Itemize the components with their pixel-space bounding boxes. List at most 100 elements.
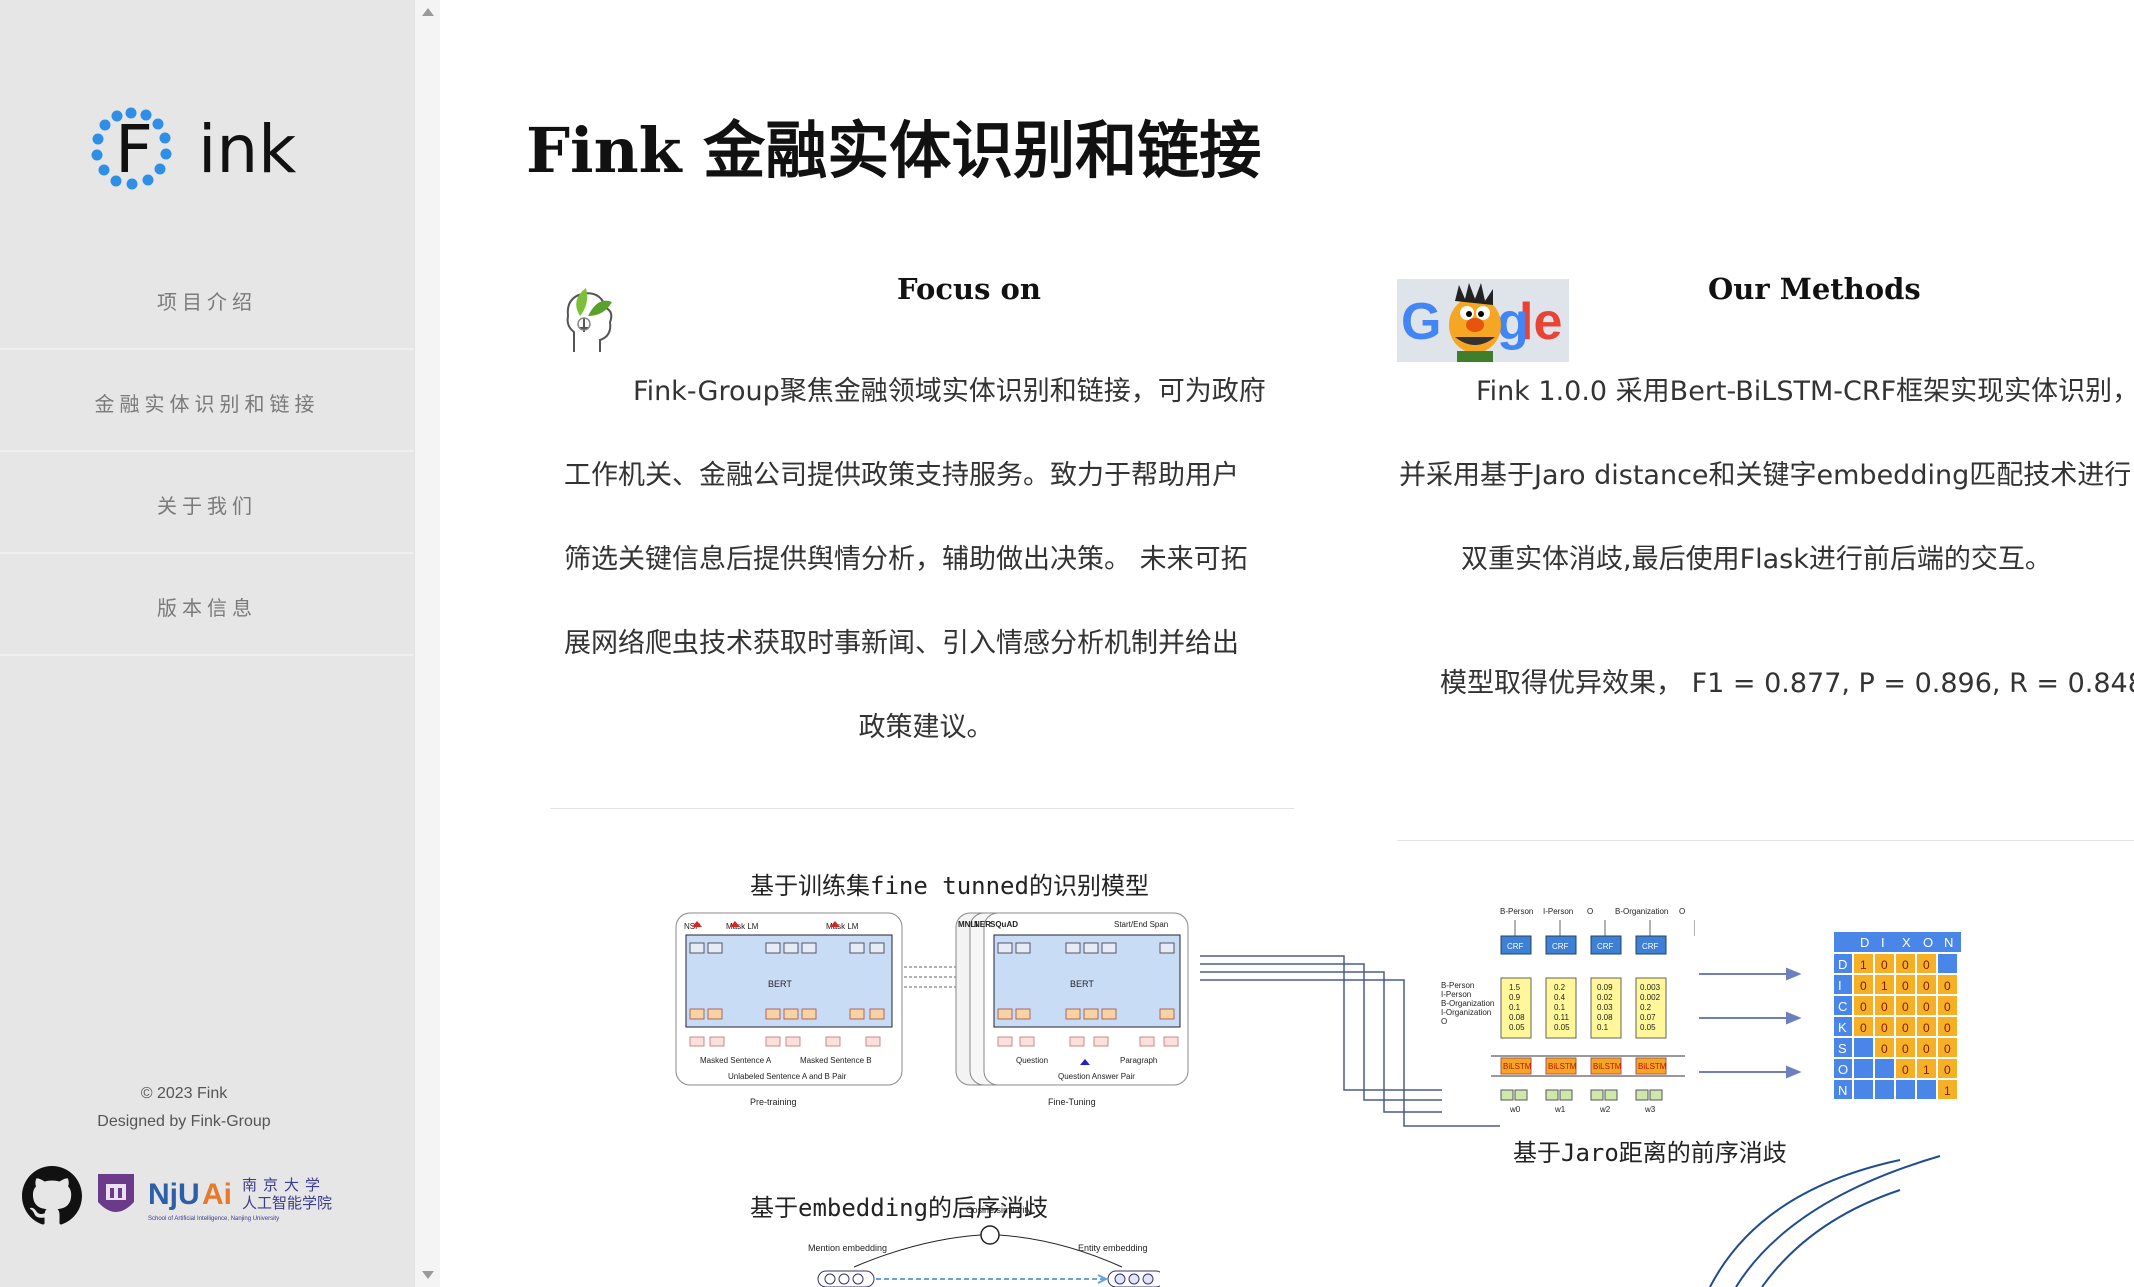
github-icon[interactable] xyxy=(22,1166,82,1226)
matrix-cell xyxy=(1938,1038,1957,1057)
crf-label: CRF xyxy=(1642,942,1659,951)
matrix-row-label: K xyxy=(1838,1020,1847,1035)
bert-label: BERT xyxy=(1070,979,1094,989)
bilstm-label: BiLSTM xyxy=(1503,1062,1532,1071)
matrix-header-bg xyxy=(1834,932,1961,952)
matrix-row-head xyxy=(1834,1017,1852,1036)
nju-name-cn: 南京大学 xyxy=(242,1176,326,1194)
score: 0.05 xyxy=(1640,1023,1656,1032)
side-label: B-Organization xyxy=(1441,999,1494,1008)
matrix-row-label: C xyxy=(1838,999,1847,1014)
divider xyxy=(0,654,414,656)
copyright-text: © 2023 Fink xyxy=(140,1085,228,1102)
matrix-cell xyxy=(1854,954,1873,973)
matrix-value: 0 xyxy=(1923,1021,1930,1035)
matrix-value: 0 xyxy=(1944,1000,1951,1014)
paragraph-label: Paragraph xyxy=(1120,1056,1157,1065)
matrix-value: 0 xyxy=(1881,1021,1888,1035)
question-label: Question xyxy=(1016,1056,1048,1065)
scroll-up-arrow-icon[interactable] xyxy=(422,8,434,16)
divider xyxy=(0,450,414,452)
pretraining-label: Pre-training xyxy=(750,1097,797,1107)
logo-text: ink xyxy=(198,111,297,188)
logo-letter: F xyxy=(115,111,153,188)
entity-label: Entity embedding xyxy=(1078,1243,1148,1253)
nsp-label: NSP xyxy=(684,922,700,931)
matrix-col-label: I xyxy=(1881,935,1885,950)
side-label: B-Person xyxy=(1441,981,1474,990)
matrix-cell xyxy=(1875,954,1894,973)
score: 0.08 xyxy=(1597,1013,1613,1022)
matrix-row-head xyxy=(1834,1038,1852,1057)
qa-pair-label: Question Answer Pair xyxy=(1058,1072,1135,1081)
matrix-value: 0 xyxy=(1902,1021,1909,1035)
fink-logo[interactable]: F ink xyxy=(62,84,302,214)
scroll-down-arrow-icon[interactable] xyxy=(422,1271,434,1279)
crf-label: CRF xyxy=(1507,942,1524,951)
sidebar-item-entity-linking[interactable]: 金融实体识别和链接 xyxy=(0,352,414,452)
sidebar-item-label: 版本信息 xyxy=(157,595,257,620)
divider xyxy=(1397,840,2134,841)
divider xyxy=(0,348,414,350)
bilstm-label: BiLSTM xyxy=(1593,1062,1622,1071)
sidebar-item-project-intro[interactable]: 项目介绍 xyxy=(0,250,414,350)
matrix-cell xyxy=(1896,1059,1915,1078)
matrix-col-label: D xyxy=(1860,935,1869,950)
word-label: w0 xyxy=(1509,1105,1521,1114)
svg-text:le: le xyxy=(1519,293,1562,351)
mention-label: Mention embedding xyxy=(808,1243,887,1253)
svg-text:g: g xyxy=(1497,293,1529,351)
sidebar-item-about-us[interactable]: 关于我们 xyxy=(0,454,414,554)
matrix-cell xyxy=(1854,1059,1873,1078)
score: 0.05 xyxy=(1554,1023,1570,1032)
matrix-value: 0 xyxy=(1860,979,1867,993)
matrix-cell xyxy=(1875,1059,1894,1078)
designer-text: Designed by Fink-Group xyxy=(97,1113,271,1130)
matrix-col-label: N xyxy=(1944,935,1953,950)
metrics-line: 模型取得优异效果， F1 = 0.877, P = 0.896, R = 0.8… xyxy=(1440,668,2134,699)
sidebar-footer: © 2023 Fink Designed by Fink-Group xyxy=(0,1080,368,1136)
matrix-row-head xyxy=(1834,996,1852,1015)
logo-dot-ring xyxy=(91,107,172,190)
bert-figure-caption: 基于训练集fine tunned的识别模型 xyxy=(750,872,1149,900)
svg-text:G: G xyxy=(1401,293,1441,351)
matrix-cell xyxy=(1896,954,1915,973)
methods-heading: Our Methods xyxy=(1708,272,1921,306)
matrix-value: 0 xyxy=(1902,958,1909,972)
matrix-row-head xyxy=(1834,1059,1852,1078)
matrix-value: 0 xyxy=(1944,1021,1951,1035)
matrix-cell xyxy=(1896,1038,1915,1057)
score: 1.5 xyxy=(1509,983,1521,992)
matrix-cell xyxy=(1917,1080,1936,1099)
matrix-cell xyxy=(1917,1017,1936,1036)
sidebar-scrollbar[interactable] xyxy=(414,0,440,1287)
score: 0.03 xyxy=(1597,1003,1613,1012)
score: 0.1 xyxy=(1509,1003,1521,1012)
matrix-row-head xyxy=(1834,954,1852,973)
side-label: I-Organization xyxy=(1441,1008,1491,1017)
matrix-col-label: X xyxy=(1902,935,1911,950)
matrix-cell xyxy=(1896,975,1915,994)
matrix-cell xyxy=(1875,1080,1894,1099)
matrix-cell xyxy=(1917,1038,1936,1057)
sidebar-item-version-info[interactable]: 版本信息 xyxy=(0,556,414,656)
matrix-value: 0 xyxy=(1860,1021,1867,1035)
bert-label: BERT xyxy=(768,979,792,989)
matrix-cell xyxy=(1854,1017,1873,1036)
nju-mark: NjU xyxy=(148,1178,200,1211)
sidebar-item-label: 项目介绍 xyxy=(157,289,257,314)
sentence-b-label: Masked Sentence B xyxy=(800,1056,872,1065)
embedding-figure-caption: 基于embedding的后序消歧 xyxy=(750,1194,1049,1222)
focus-line: Fink-Group聚焦金融领域实体识别和链接，可为政府 xyxy=(633,376,1266,407)
start-end-label: Start/End Span xyxy=(1114,920,1168,929)
nju-ai-logo[interactable]: NjU Ai 南京大学 人工智能学院 School of Artificial … xyxy=(94,1168,344,1226)
matrix-cell xyxy=(1938,996,1957,1015)
matrix-value: 0 xyxy=(1923,1000,1930,1014)
matrix-cell xyxy=(1917,1059,1936,1078)
matrix-value: 0 xyxy=(1881,1042,1888,1056)
sidebar: F ink 项目介绍 金融实体识别和链接 关于我们 版本信息 © 2023 Fi… xyxy=(0,0,414,1287)
matrix-cell xyxy=(1854,975,1873,994)
matrix-row-label: O xyxy=(1838,1062,1848,1077)
matrix-value: 0 xyxy=(1923,979,1930,993)
